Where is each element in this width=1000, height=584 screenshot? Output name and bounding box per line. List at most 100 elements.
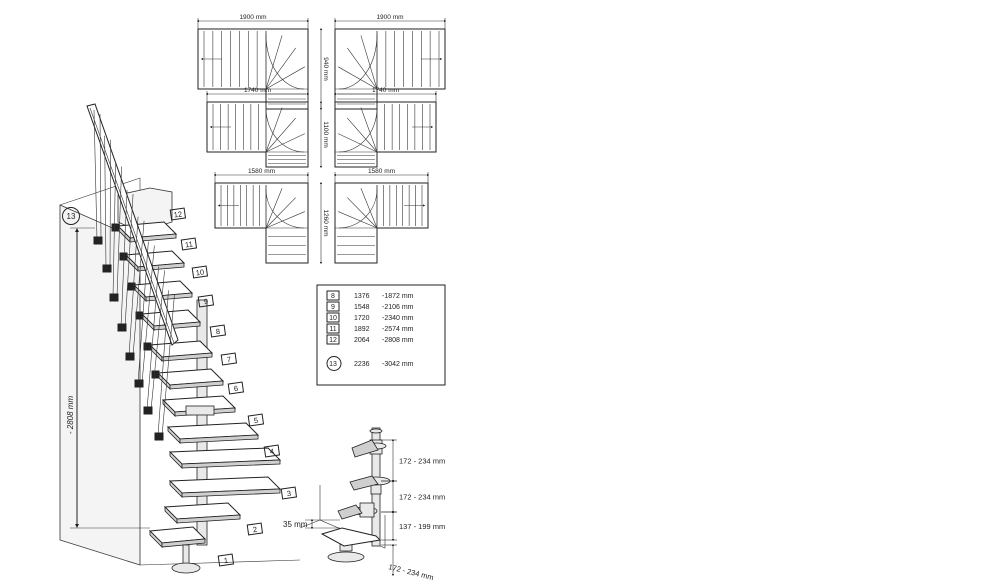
svg-text:10: 10 (329, 315, 337, 322)
rise-dimension: 172 - 234 mm (381, 543, 435, 582)
height-table-row: 11 1892 -2574 mm (326, 323, 414, 334)
mounting-bracket (185, 405, 215, 416)
svg-text:9: 9 (331, 304, 335, 311)
svg-text:4: 4 (269, 447, 274, 456)
stair-tread (148, 526, 207, 548)
baluster (125, 216, 145, 361)
floor-plan: 1580 mm (333, 168, 430, 264)
svg-text:13: 13 (329, 361, 337, 368)
plate-thickness-label: 35 mm (283, 520, 308, 529)
step-number-label: 6 (227, 381, 245, 395)
floor-plan: 1580 mm 1260 mm (213, 168, 329, 265)
plan-depth-label: 1100 mm (322, 121, 329, 148)
plan-width-label: 1900 mm (239, 14, 266, 21)
step-number-label: 2 (246, 522, 264, 536)
step-number-label: 10 (191, 265, 209, 279)
svg-text:1376: 1376 (354, 293, 370, 300)
handrail (86, 103, 179, 346)
baluster (109, 162, 122, 302)
svg-text:137 - 199 mm: 137 - 199 mm (399, 522, 445, 531)
floor-plan: 1740 mm (333, 87, 438, 168)
step-number-label: 1 (217, 553, 235, 567)
svg-text:8: 8 (215, 327, 220, 336)
baluster (143, 266, 165, 415)
height-table-row: 12 2064 -2808 mm (326, 334, 414, 345)
svg-text:-2106 mm: -2106 mm (382, 304, 414, 311)
svg-text:172 - 234 mm: 172 - 234 mm (388, 562, 435, 582)
svg-text:1720: 1720 (354, 315, 370, 322)
svg-text:6: 6 (233, 384, 238, 393)
svg-text:9: 9 (203, 297, 208, 306)
step-number-label: 12 (169, 207, 187, 221)
baluster (134, 241, 155, 388)
riser-detail: 172 - 234 mm 172 - 234 mm 137 - 199 mm 172 … (283, 427, 445, 582)
baluster (102, 135, 112, 273)
svg-text:11: 11 (184, 240, 193, 250)
svg-text:-3042 mm: -3042 mm (382, 361, 414, 368)
svg-text:2: 2 (252, 525, 257, 534)
base-foot (171, 544, 201, 574)
floor-plan: 1900 mm (333, 14, 447, 110)
svg-text:1: 1 (223, 556, 228, 565)
step-number-label: 9 (197, 294, 215, 308)
height-table-row: 8 1376 -1872 mm (326, 290, 414, 301)
svg-text:13: 13 (67, 212, 76, 221)
svg-text:8: 8 (331, 293, 335, 300)
step-number-label: 8 (209, 324, 227, 338)
rise-dimension: 137 - 199 mm (381, 510, 445, 542)
total-height-label: - 2808 mm (66, 396, 75, 435)
stair-illustration: - 2808 mm 13 12 11 10 9 8 7 6 5 4 3 2 1 (59, 103, 301, 574)
svg-text:7: 7 (226, 355, 231, 364)
stair-tread (166, 422, 260, 444)
plan-width-label: 1580 mm (248, 168, 275, 175)
height-table-row: 9 1548 -2106 mm (326, 301, 414, 312)
svg-text:1548: 1548 (354, 304, 370, 311)
svg-text:-2808 mm: -2808 mm (382, 337, 414, 344)
total-height-dimension: - 2808 mm (66, 227, 150, 529)
plan-width-label: 1740 mm (244, 87, 271, 94)
top-step-badge: 13 (62, 207, 80, 225)
svg-text:-2574 mm: -2574 mm (382, 326, 414, 333)
step-number-label: 5 (247, 413, 265, 427)
baluster (117, 190, 134, 332)
height-table-row: 10 1720 -2340 mm (326, 312, 414, 323)
stair-tread (143, 340, 214, 362)
step-number-label: 3 (280, 486, 298, 500)
svg-text:12: 12 (329, 337, 337, 344)
svg-text:172 - 234 mm: 172 - 234 mm (399, 493, 445, 502)
step-number-label: 4 (263, 444, 281, 458)
central-column (196, 299, 208, 546)
plan-depth-label: 940 mm (322, 57, 329, 80)
svg-text:1892: 1892 (354, 326, 370, 333)
stair-tread (163, 502, 242, 524)
stair-tread (168, 447, 282, 469)
stair-tread (151, 368, 225, 390)
floor-plan: 1900 mm 940 mm (196, 14, 329, 111)
step-number-label: 11 (180, 237, 198, 251)
rise-dimension: 172 - 234 mm (381, 438, 445, 483)
svg-text:10: 10 (195, 267, 205, 277)
rise-dimension: 172 - 234 mm (381, 479, 445, 514)
step-number-label: 7 (220, 352, 238, 366)
svg-text:2236: 2236 (354, 361, 370, 368)
plan-width-label: 1580 mm (368, 168, 395, 175)
height-table: 8 1376 -1872 mm 9 1548 -2106 mm 10 1720 -2340 mm… (316, 284, 446, 386)
plan-width-label: 1900 mm (376, 14, 403, 21)
svg-text:12: 12 (173, 209, 183, 219)
svg-text:3: 3 (286, 489, 291, 498)
svg-text:172 - 234 mm: 172 - 234 mm (399, 457, 445, 466)
plan-width-label: 1740 mm (372, 87, 399, 94)
svg-text:-2340 mm: -2340 mm (382, 315, 414, 322)
stair-tread (168, 476, 282, 498)
svg-text:11: 11 (329, 326, 336, 333)
baluster (154, 290, 175, 441)
floor-plan: 1740 mm 1100 mm (205, 87, 329, 169)
baluster (93, 109, 103, 245)
svg-text:5: 5 (253, 416, 258, 425)
svg-text:2064: 2064 (354, 337, 370, 344)
svg-text:-1872 mm: -1872 mm (382, 293, 414, 300)
plan-depth-label: 1260 mm (322, 209, 329, 236)
height-table-row: 13 2236 -3042 mm (326, 356, 414, 371)
